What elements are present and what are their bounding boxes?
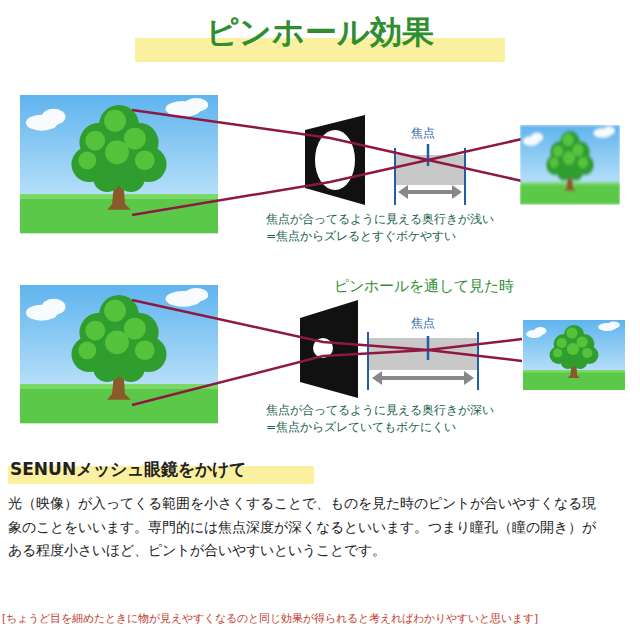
focus-label: 焦点 xyxy=(411,126,435,141)
note-text: 焦点が合ってるように見える奥行きが深い xyxy=(266,403,494,418)
note-text: =焦点からズレるとすぐボケやすい xyxy=(266,229,456,244)
body-paragraph: 光（映像）が入ってくる範囲を小さくすることで、ものを見た時のピントが合いやすくな… xyxy=(8,492,608,563)
focus-label: 焦点 xyxy=(411,316,435,331)
section-heading: SENUNメッシュ眼鏡をかけて xyxy=(10,459,246,480)
footnote: [ちょうど目を細めたときに物が見えやすくなるのと同じ効果が得られると考えればわか… xyxy=(2,612,638,625)
view-label: ピンホールを通して見た時 xyxy=(334,277,514,296)
note-text: 焦点が合ってるように見える奥行きが浅い xyxy=(266,212,494,227)
title: ピンホール効果 xyxy=(120,10,520,55)
note-text: =焦点からズレていてもボケにくい xyxy=(266,420,456,435)
